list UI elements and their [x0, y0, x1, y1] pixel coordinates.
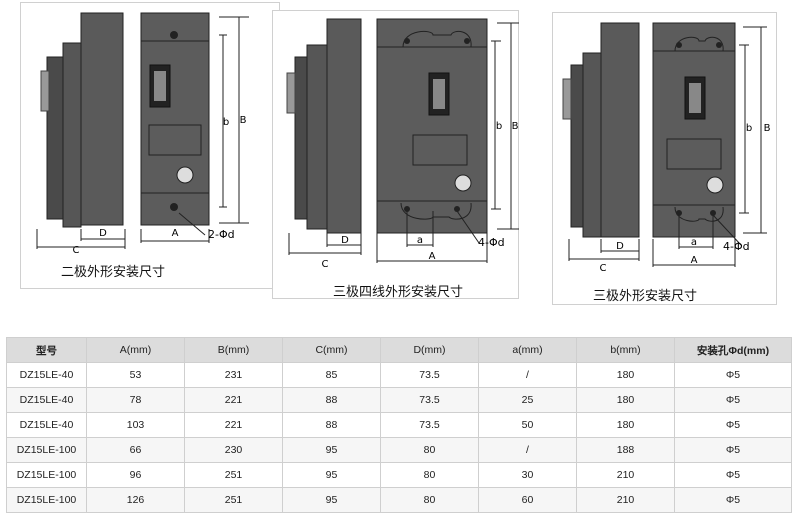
diagram-three-pole-four-wire: C D a A b B 4-Φd 三极四线外形安装尺寸	[272, 10, 519, 300]
dim-hole-label: 4-Φd	[723, 240, 750, 253]
dim-a-small-label: a	[691, 237, 697, 248]
header-d: D(mm)	[380, 337, 479, 363]
cell-model: DZ15LE-40	[6, 387, 87, 413]
cell-a-lower: /	[478, 437, 577, 463]
dim-c-label: C	[73, 245, 80, 256]
caption-two-pole: 二极外形安装尺寸	[61, 265, 166, 280]
cell-b-upper: 221	[184, 412, 283, 438]
dim-c-label: C	[322, 259, 329, 270]
cell-d: 80	[380, 487, 479, 513]
cell-a-upper: 96	[86, 462, 185, 488]
cell-c: 88	[282, 412, 381, 438]
cell-a-lower: 30	[478, 462, 577, 488]
dim-b-label: B	[512, 121, 519, 132]
caption-three-pole-four-wire: 三极四线外形安装尺寸	[333, 285, 464, 300]
three-pole-four-wire-drawing: C D a A b B 4-Φd	[286, 18, 519, 270]
cell-hole: Φ5	[674, 487, 792, 513]
header-model: 型号	[6, 337, 87, 363]
cell-a-upper: 66	[86, 437, 185, 463]
header-a-upper: A(mm)	[86, 337, 185, 363]
cell-b-lower: 180	[576, 412, 675, 438]
cell-b-lower: 188	[576, 437, 675, 463]
dim-b-label: B	[764, 123, 771, 134]
cell-d: 73.5	[380, 387, 479, 413]
dim-b-label: B	[240, 115, 247, 126]
cell-d: 73.5	[380, 412, 479, 438]
table-header-row: 型号 A(mm) B(mm) C(mm) D(mm) a(mm) b(mm) 安…	[6, 337, 792, 363]
dim-b-small-label: b	[223, 117, 229, 128]
cell-b-lower: 210	[576, 487, 675, 513]
cell-b-upper: 251	[184, 487, 283, 513]
cell-hole: Φ5	[674, 412, 792, 438]
table-row: DZ15LE-100 96 251 95 80 30 210 Φ5	[6, 462, 792, 488]
table-row: DZ15LE-40 53 231 85 73.5 / 180 Φ5	[6, 362, 792, 388]
cell-c: 95	[282, 437, 381, 463]
cell-a-lower: /	[478, 362, 577, 388]
dim-c-label: C	[600, 263, 607, 274]
dim-b-small-label: b	[496, 121, 502, 132]
cell-a-upper: 126	[86, 487, 185, 513]
three-pole-drawing: C D a A b B 4-Φd	[562, 22, 771, 274]
header-b-upper: B(mm)	[184, 337, 283, 363]
cell-b-lower: 180	[576, 362, 675, 388]
dim-d-label: D	[341, 235, 349, 246]
header-c: C(mm)	[282, 337, 381, 363]
cell-hole: Φ5	[674, 462, 792, 488]
header-a-lower: a(mm)	[478, 337, 577, 363]
dim-hole-label: 4-Φd	[478, 236, 505, 249]
cell-model: DZ15LE-100	[6, 437, 87, 463]
cell-b-lower: 180	[576, 387, 675, 413]
cell-b-upper: 221	[184, 387, 283, 413]
table-row: DZ15LE-100 126 251 95 80 60 210 Φ5	[6, 487, 792, 513]
two-pole-drawing: C D A b B 2-Φd	[36, 12, 249, 256]
dim-a-label: A	[429, 251, 436, 262]
cell-d: 73.5	[380, 362, 479, 388]
header-hole: 安装孔Φd(mm)	[674, 337, 792, 363]
table-row: DZ15LE-40 103 221 88 73.5 50 180 Φ5	[6, 412, 792, 438]
cell-model: DZ15LE-100	[6, 462, 87, 488]
cell-a-lower: 25	[478, 387, 577, 413]
cell-d: 80	[380, 437, 479, 463]
cell-a-upper: 78	[86, 387, 185, 413]
cell-hole: Φ5	[674, 437, 792, 463]
cell-b-upper: 230	[184, 437, 283, 463]
table-row: DZ15LE-40 78 221 88 73.5 25 180 Φ5	[6, 387, 792, 413]
cell-b-upper: 231	[184, 362, 283, 388]
cell-a-lower: 60	[478, 487, 577, 513]
cell-c: 85	[282, 362, 381, 388]
diagram-three-pole: C D a A b B 4-Φd 三极外形安装尺寸	[552, 12, 777, 305]
cell-b-upper: 251	[184, 462, 283, 488]
dim-a-label: A	[691, 255, 698, 266]
cell-c: 88	[282, 387, 381, 413]
diagram-two-pole: C D A b B 2-Φd 二极外形安装尺寸	[20, 2, 280, 289]
dim-a-small-label: a	[417, 235, 423, 246]
cell-a-upper: 103	[86, 412, 185, 438]
header-b-lower: b(mm)	[576, 337, 675, 363]
cell-a-lower: 50	[478, 412, 577, 438]
cell-b-lower: 210	[576, 462, 675, 488]
cell-hole: Φ5	[674, 387, 792, 413]
cell-model: DZ15LE-40	[6, 362, 87, 388]
dim-d-label: D	[616, 241, 624, 252]
cell-a-upper: 53	[86, 362, 185, 388]
cell-c: 95	[282, 462, 381, 488]
cell-d: 80	[380, 462, 479, 488]
cell-hole: Φ5	[674, 362, 792, 388]
dim-b-small-label: b	[746, 123, 752, 134]
dim-hole-label: 2-Φd	[208, 228, 235, 241]
dim-d-label: D	[99, 228, 107, 239]
dim-a-label: A	[172, 228, 179, 239]
cell-model: DZ15LE-40	[6, 412, 87, 438]
table-row: DZ15LE-100 66 230 95 80 / 188 Φ5	[6, 437, 792, 463]
spec-table: 型号 A(mm) B(mm) C(mm) D(mm) a(mm) b(mm) 安…	[6, 337, 792, 513]
cell-model: DZ15LE-100	[6, 487, 87, 513]
caption-three-pole: 三极外形安装尺寸	[593, 289, 698, 304]
cell-c: 95	[282, 487, 381, 513]
